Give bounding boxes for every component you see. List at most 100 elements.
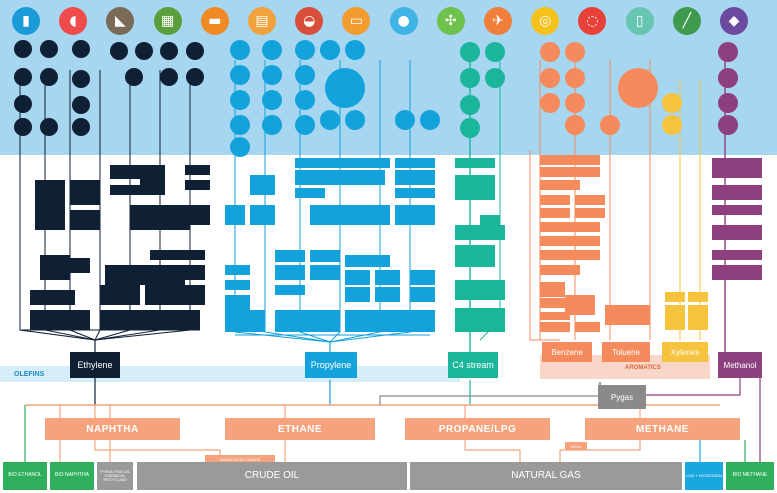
propylene-intermediate[interactable] [225,310,265,332]
propylene-product-node[interactable] [320,110,340,130]
propylene-product-node[interactable] [230,137,250,157]
propylene-intermediate[interactable] [275,310,340,332]
aromatic-intermediate[interactable] [540,222,580,232]
benzene-hub[interactable]: Benzene [542,342,592,362]
propylene-intermediate[interactable] [225,280,250,290]
aromatic-intermediate[interactable] [540,155,600,165]
propylene-product-node[interactable] [262,90,282,110]
ethylene-intermediate[interactable] [35,180,65,205]
paint-roller-icon[interactable]: ▭ [342,7,371,35]
propylene-intermediate[interactable] [225,295,250,310]
propylene-intermediate[interactable] [325,170,355,185]
xylene-intermediate[interactable] [688,292,708,302]
methanol-product-node[interactable] [718,68,738,88]
xylene-product-node[interactable] [662,115,682,135]
propylene-intermediate[interactable] [345,255,390,267]
ethylene-product-node[interactable] [14,40,32,58]
propylene-product-node[interactable] [230,40,250,60]
c4-product-node[interactable] [485,68,505,88]
ethylene-product-node[interactable] [160,42,178,60]
c4-intermediate[interactable] [455,308,505,332]
solar-panel-icon[interactable]: ▦ [153,7,182,35]
aromatic-intermediate[interactable] [540,208,570,218]
propylene-intermediate[interactable] [295,158,390,168]
propylene-intermediate[interactable] [345,310,435,332]
ethylene-intermediate[interactable] [70,210,100,230]
ethylene-intermediate[interactable] [70,180,100,205]
propylene-intermediate[interactable] [375,270,400,285]
propylene-hub[interactable]: Propylene [305,352,357,378]
c4-intermediate[interactable] [455,245,495,267]
methanol-product-node[interactable] [718,115,738,135]
ethylene-intermediate[interactable] [185,265,205,280]
ethylene-intermediate[interactable] [145,285,205,305]
pyrolysis-oil-source[interactable]: PYROLYSIS OIL CHEMICAL RECYCLING [97,462,133,490]
aromatic-intermediate[interactable] [540,180,580,190]
propylene-product-node[interactable] [345,110,365,130]
propylene-product-node[interactable] [345,40,365,60]
propylene-product-node[interactable] [262,40,282,60]
aromatic-product-node[interactable] [618,68,658,108]
ethane-feedstock[interactable]: ETHANE [225,418,375,440]
propylene-product-node[interactable] [230,115,250,135]
ship-icon[interactable]: ◒ [295,7,324,35]
ethylene-product-node[interactable] [40,68,58,86]
bio-ethanol-source[interactable]: BIO ETHANOL [3,462,47,490]
ethylene-intermediate[interactable] [100,285,140,305]
ethylene-product-node[interactable] [160,68,178,86]
propylene-product-node[interactable] [295,65,315,85]
c4-intermediate[interactable] [455,280,480,300]
wind-turbine-icon[interactable]: ✣ [436,7,465,35]
aromatic-product-node[interactable] [540,93,560,113]
pygas-hub[interactable]: Pygas [598,385,646,409]
aromatic-intermediate[interactable] [575,250,600,260]
aromatic-intermediate[interactable] [630,305,650,325]
methanol-product-node[interactable] [718,93,738,113]
propylene-product-node[interactable] [262,115,282,135]
airplane-icon[interactable]: ✈ [484,7,512,35]
ethylene-intermediate[interactable] [30,310,90,330]
aromatic-product-node[interactable] [565,115,585,135]
methanol-intermediate[interactable] [712,185,762,200]
xylene-intermediate[interactable] [665,292,685,302]
ethylene-intermediate[interactable] [100,310,200,330]
smartphone-icon[interactable]: ▮ [12,7,40,35]
propane-lpg-feedstock[interactable]: PROPANE/LPG [405,418,550,440]
aromatic-intermediate[interactable] [540,250,580,260]
propylene-intermediate[interactable] [250,205,275,225]
c4-intermediate[interactable] [455,175,495,200]
co2-hydrogen-source[interactable]: CO2 + HYDROGEN [685,462,723,490]
ethylene-product-node[interactable] [186,42,204,60]
surfboard-icon[interactable]: ◆ [720,7,748,35]
ethylene-product-node[interactable] [72,70,90,88]
ethylene-intermediate[interactable] [70,258,90,273]
toluene-hub[interactable]: Toluene [602,342,650,362]
propylene-intermediate[interactable] [295,188,325,198]
ethylene-product-node[interactable] [72,40,90,58]
methanol-intermediate[interactable] [712,265,762,280]
c4-product-node[interactable] [460,118,480,138]
propylene-intermediate[interactable] [295,170,325,185]
propylene-product-node[interactable] [420,110,440,130]
ethylene-intermediate[interactable] [150,250,205,260]
bottle-icon[interactable]: ◖ [59,7,88,35]
methanol-hub[interactable]: Methanol [718,352,762,378]
propylene-intermediate[interactable] [345,270,370,285]
boot-icon[interactable]: ◣ [106,7,135,35]
c4-product-node[interactable] [460,68,480,88]
propylene-intermediate[interactable] [310,265,340,280]
aromatic-intermediate[interactable] [575,322,600,332]
ethylene-product-node[interactable] [72,118,90,136]
propylene-intermediate[interactable] [395,170,410,185]
aromatic-intermediate[interactable] [540,195,570,205]
propylene-product-node[interactable] [230,90,250,110]
propylene-intermediate[interactable] [310,250,340,262]
propylene-intermediate[interactable] [410,170,435,185]
aromatic-intermediate[interactable] [540,312,570,320]
aromatic-intermediate[interactable] [540,167,600,177]
syringe-icon[interactable]: ╱ [672,7,701,35]
propylene-product-node[interactable] [262,65,282,85]
ethylene-product-node[interactable] [40,118,58,136]
methanol-intermediate[interactable] [712,225,762,240]
ethylene-hub[interactable]: Ethylene [70,352,120,378]
